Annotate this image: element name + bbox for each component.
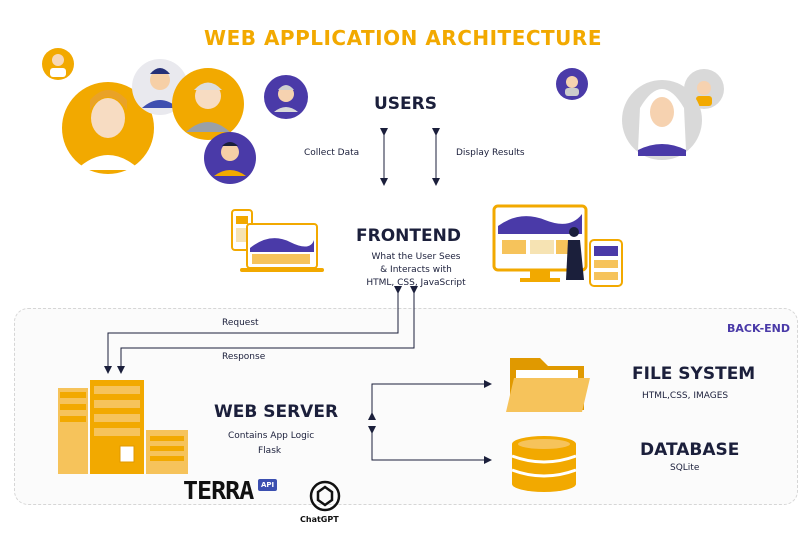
database-label: DATABASE [640,440,740,460]
file-system-label: FILE SYSTEM [632,364,756,384]
web-server-label: WEB SERVER [214,402,339,422]
frontend-desc-line1: What the User Sees [371,252,461,262]
database-icon [511,436,577,492]
arrow-server-filesystem [368,380,492,420]
arrow-response [117,286,418,374]
avatar-grey-hair-woman [264,75,308,119]
terra-api-badge: API [258,479,278,491]
file-system-desc: HTML,CSS, IMAGES [642,391,729,401]
frontend-label: FRONTEND [356,226,461,246]
frontend-desc-line2: & Interacts with [380,265,452,275]
server-rack-icon [58,380,188,474]
chatgpt-logo-text: ChatGPT [300,515,339,524]
frontend-desc-line3: HTML, CSS, JavaScript [366,278,466,288]
display-results-label: Display Results [456,148,525,158]
collect-data-label: Collect Data [304,148,360,158]
folder-icon [506,358,590,412]
request-label: Request [222,318,259,328]
frontend-devices-right [492,204,623,287]
web-server-desc-line1: Contains App Logic [228,431,315,441]
database-desc: SQLite [670,463,700,473]
avatar-elder-man [172,68,244,140]
avatar-mustache-man [204,132,256,184]
backend-label: BACK-END [727,322,790,335]
chatgpt-logo-icon [309,480,341,512]
avatar-small-man [42,48,74,80]
response-label: Response [222,352,266,362]
web-server-desc-line2: Flask [258,446,282,456]
users-label: USERS [374,94,437,114]
avatar-small-woman [556,68,588,100]
frontend-devices-left [231,209,324,272]
diagram-title: WEB APPLICATION ARCHITECTURE [204,26,602,50]
terra-logo: TERRA [183,476,254,505]
avatar-long-hair-woman [622,80,702,160]
arrow-server-database [368,426,492,464]
avatar-woman-large [62,82,154,174]
